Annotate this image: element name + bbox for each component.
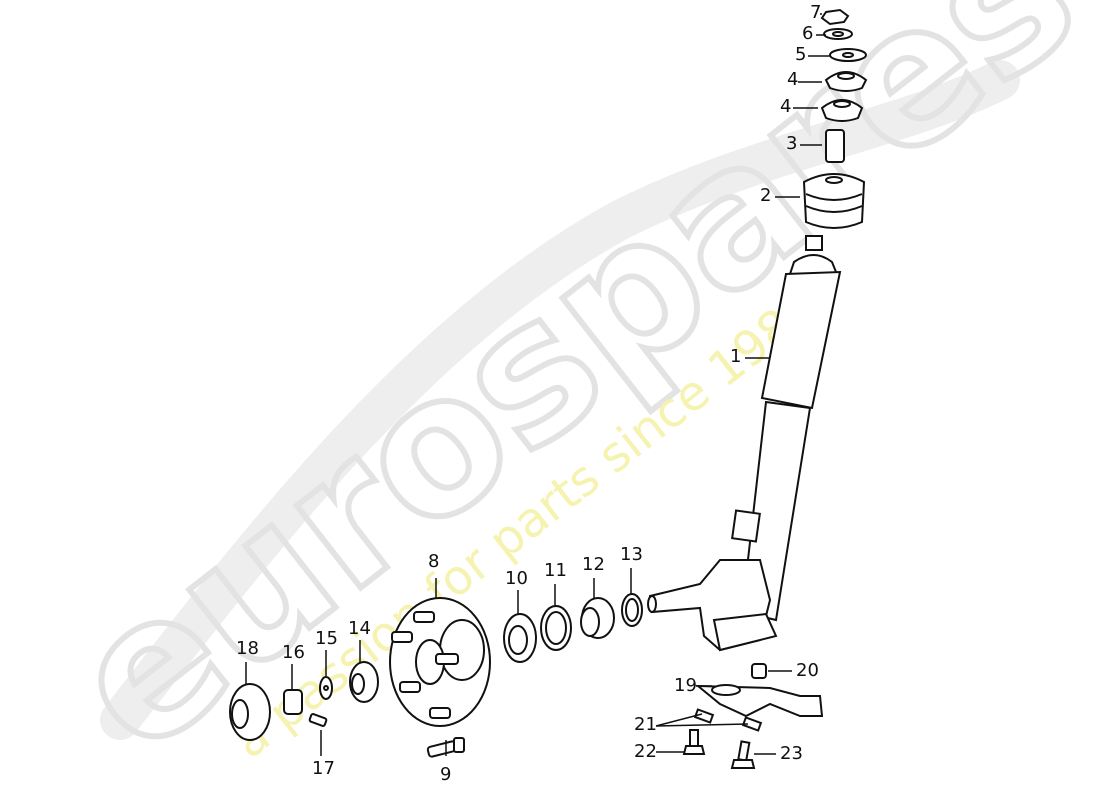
- callout-5: 5: [795, 44, 807, 65]
- callout-15: 15: [315, 628, 338, 649]
- bearing-part-10: [503, 613, 537, 663]
- callout-3: 3: [786, 133, 798, 154]
- rubber-mount-part-4b: [820, 99, 864, 122]
- dust-cap-part-18: [229, 683, 271, 741]
- lock-plate-part-21a: [693, 708, 715, 724]
- washer-part-15: [319, 676, 333, 700]
- ring-part-11: [540, 605, 572, 651]
- sleeve-part-3: [825, 129, 845, 163]
- callout-16: 16: [282, 642, 305, 663]
- nut-part-7: [820, 8, 850, 26]
- callout-9: 9: [440, 764, 452, 785]
- callout-8: 8: [428, 551, 440, 572]
- callout-13: 13: [620, 544, 643, 565]
- callout-6: 6: [802, 23, 814, 44]
- washer-part-6: [823, 28, 853, 40]
- steering-knuckle: [647, 559, 778, 652]
- race-part-12: [580, 597, 615, 639]
- callout-10: 10: [505, 568, 528, 589]
- lock-plate-part-21b: [741, 716, 763, 732]
- screw-part-17: [308, 713, 328, 727]
- leader-lines: [245, 13, 830, 756]
- callout-11: 11: [544, 560, 567, 581]
- sleeve-part-20: [751, 663, 767, 679]
- callout-1: 1: [730, 346, 742, 367]
- callout-14: 14: [348, 618, 371, 639]
- callout-21: 21: [634, 714, 657, 735]
- washer-part-5: [829, 48, 867, 62]
- wheel-hub-part-8: [389, 597, 491, 727]
- callout-19: 19: [674, 675, 697, 696]
- callout-22: 22: [634, 741, 657, 762]
- bump-stop-part-2: [802, 173, 866, 229]
- bolt-part-22: [682, 729, 706, 755]
- drawing: [229, 8, 868, 769]
- callout-20: 20: [796, 660, 819, 681]
- callout-18: 18: [236, 638, 259, 659]
- rubber-mount-part-4a: [824, 71, 868, 92]
- nut-part-16: [283, 689, 303, 715]
- watermark: eurospares a passion for parts since 198…: [29, 0, 1100, 798]
- watermark-brand: eurospares: [32, 0, 1100, 795]
- callout-4b: 4: [780, 96, 792, 117]
- seal-part-13: [621, 593, 643, 627]
- watermark-swoosh: [100, 60, 1020, 740]
- bolt-part-23: [730, 740, 756, 769]
- steering-arm-part-19: [695, 684, 824, 718]
- callout-2: 2: [760, 185, 772, 206]
- callout-23: 23: [780, 743, 803, 764]
- bolt-part-9: [426, 737, 465, 758]
- callout-12: 12: [582, 554, 605, 575]
- callout-17: 17: [312, 758, 335, 779]
- bearing-part-14: [349, 661, 379, 703]
- callout-7: 7: [810, 2, 822, 23]
- callout-4a: 4: [787, 69, 799, 90]
